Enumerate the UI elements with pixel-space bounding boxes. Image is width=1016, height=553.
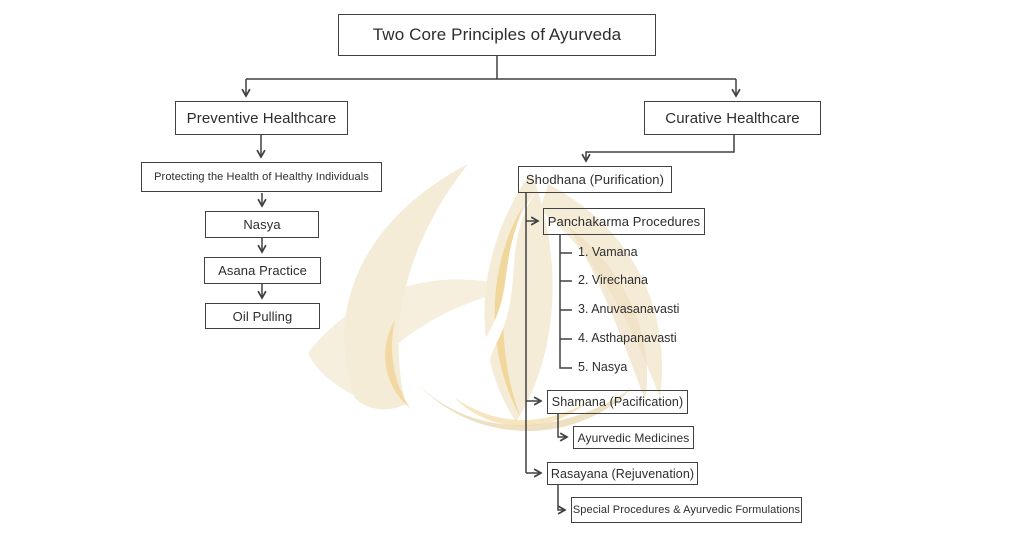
node-protecting-health: Protecting the Health of Healthy Individ… (141, 162, 382, 192)
node-nasya: Nasya (205, 211, 319, 238)
node-preventive-healthcare: Preventive Healthcare (175, 101, 348, 135)
node-asana-practice: Asana Practice (204, 257, 321, 284)
panchakarma-item-nasya: 5. Nasya (578, 360, 628, 374)
node-rasayana: Rasayana (Rejuvenation) (547, 462, 698, 485)
node-ayurvedic-medicines: Ayurvedic Medicines (573, 426, 694, 449)
node-panchakarma: Panchakarma Procedures (543, 208, 705, 235)
node-title: Two Core Principles of Ayurveda (338, 14, 656, 56)
node-curative-healthcare: Curative Healthcare (644, 101, 821, 135)
panchakarma-item-vamana: 1. Vamana (578, 245, 638, 259)
panchakarma-item-asthapanavasti: 4. Asthapanavasti (578, 331, 677, 345)
node-shodhana: Shodhana (Purification) (518, 166, 672, 193)
node-oil-pulling: Oil Pulling (205, 303, 320, 329)
panchakarma-item-virechana: 2. Virechana (578, 273, 648, 287)
node-shamana: Shamana (Pacification) (547, 390, 688, 414)
panchakarma-item-anuvasanavasti: 3. Anuvasanavasti (578, 302, 680, 316)
node-special-procedures: Special Procedures & Ayurvedic Formulati… (571, 497, 802, 523)
